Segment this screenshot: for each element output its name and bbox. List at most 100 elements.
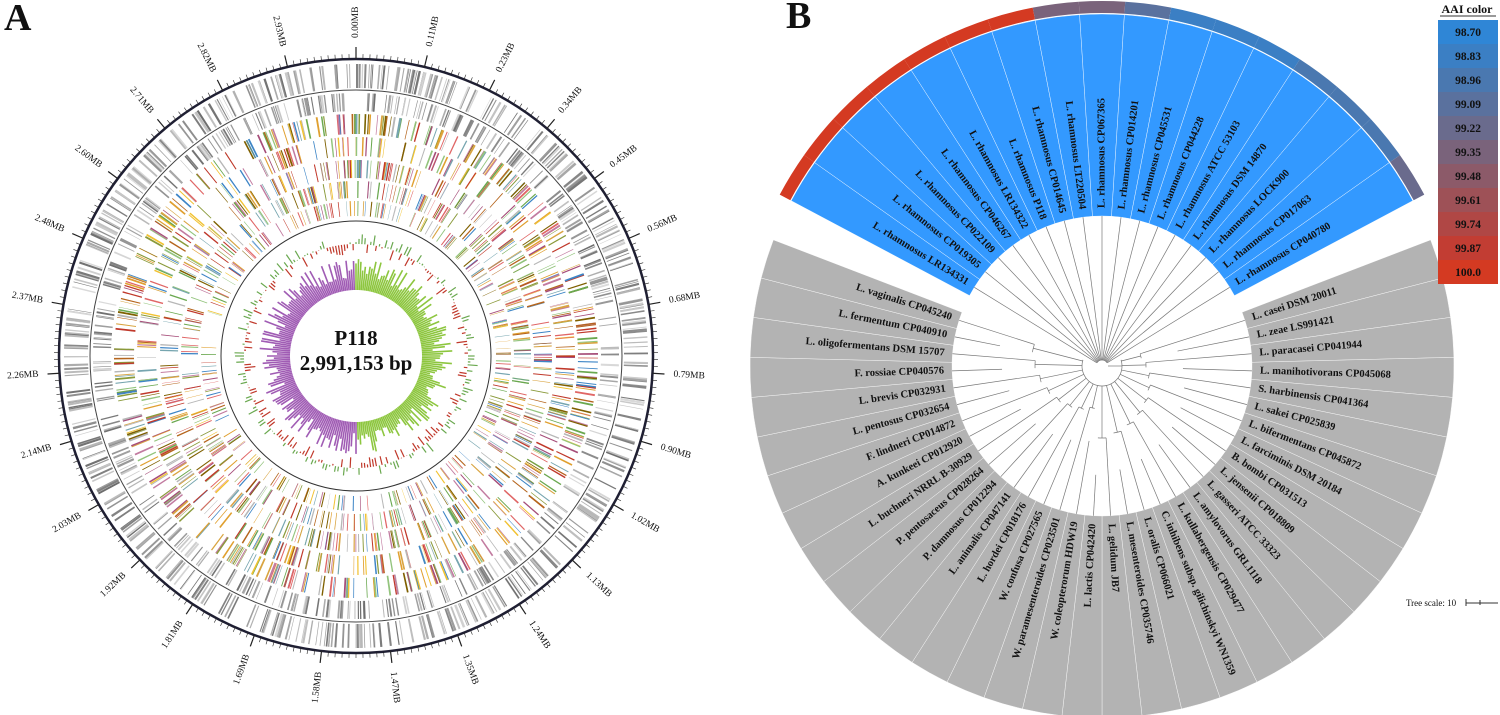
- feature-mark: [271, 563, 280, 584]
- feature-mark: [287, 592, 294, 611]
- gc-bar: [466, 336, 475, 340]
- feature-mark: [183, 327, 201, 331]
- feature-mark: [165, 310, 183, 316]
- feature-mark: [429, 224, 439, 238]
- gc-bar: [457, 374, 467, 378]
- feature-mark: [335, 93, 339, 112]
- feature-mark: [97, 481, 120, 495]
- feature-mark: [154, 185, 170, 199]
- feature-mark: [503, 410, 521, 418]
- feature-mark: [520, 161, 534, 176]
- branch: [1133, 421, 1176, 497]
- feature-mark: [128, 273, 148, 282]
- feature-mark: [493, 324, 509, 329]
- feature-mark: [284, 72, 293, 97]
- feature-mark: [553, 455, 573, 466]
- feature-mark: [494, 585, 508, 607]
- feature-mark: [282, 196, 291, 213]
- scale-tick: [444, 639, 447, 645]
- scale-tick: [397, 56, 399, 62]
- feature-mark: [296, 121, 302, 141]
- feature-mark: [300, 211, 307, 226]
- scale-tick: [625, 479, 631, 483]
- feature-mark: [532, 557, 549, 576]
- gc-bar: [337, 245, 341, 256]
- feature-mark: [395, 96, 401, 115]
- feature-mark: [147, 416, 166, 424]
- feature-mark: [129, 525, 150, 542]
- feature-mark: [505, 298, 522, 306]
- scale-tick: [513, 607, 517, 613]
- feature-mark: [275, 200, 284, 216]
- feature-mark: [141, 202, 157, 215]
- feature-mark: [388, 553, 394, 573]
- feature-mark: [162, 209, 180, 223]
- feature-mark: [458, 450, 470, 462]
- feature-mark: [243, 552, 254, 571]
- scale-tick: [320, 56, 322, 62]
- feature-mark: [555, 160, 575, 178]
- feature-mark: [187, 574, 202, 595]
- gc-bar: [403, 246, 409, 256]
- feature-mark: [599, 233, 622, 245]
- feature-mark: [79, 261, 103, 272]
- branch: [1059, 407, 1091, 511]
- feature-mark: [382, 138, 386, 158]
- feature-mark: [236, 574, 247, 592]
- feature-mark: [67, 398, 92, 404]
- feature-mark: [202, 372, 217, 375]
- branch-arc: [1081, 359, 1123, 387]
- feature-mark: [94, 223, 118, 236]
- scale-tick: [652, 372, 665, 375]
- feature-mark: [214, 508, 228, 524]
- feature-mark: [548, 193, 564, 206]
- feature-mark: [533, 367, 552, 369]
- feature-mark: [116, 323, 137, 327]
- feature-mark: [583, 258, 601, 267]
- skew-bar: [415, 322, 431, 330]
- gc-bar: [456, 340, 468, 344]
- feature-mark: [304, 188, 310, 206]
- feature-mark: [483, 219, 498, 233]
- feature-mark: [128, 478, 145, 489]
- feature-mark: [498, 281, 515, 290]
- feature-mark: [504, 520, 519, 537]
- feature-mark: [553, 383, 573, 388]
- feature-mark: [580, 250, 598, 260]
- feature-mark: [495, 498, 510, 513]
- feature-mark: [358, 114, 361, 135]
- skew-bar: [421, 358, 436, 361]
- feature-mark: [202, 372, 218, 376]
- feature-mark: [434, 180, 444, 197]
- feature-mark: [545, 230, 564, 243]
- feature-mark: [423, 498, 432, 515]
- gc-bar: [304, 446, 311, 457]
- genome-name: P118: [334, 326, 377, 350]
- feature-mark: [230, 492, 243, 508]
- feature-mark: [404, 549, 412, 569]
- feature-mark: [138, 159, 158, 178]
- feature-mark: [473, 570, 484, 587]
- scale-tick: [130, 559, 141, 569]
- feature-mark: [158, 140, 176, 159]
- feature-mark: [191, 248, 208, 259]
- feature-mark: [521, 283, 539, 291]
- feature-mark: [591, 283, 610, 291]
- feature-mark: [540, 220, 558, 233]
- feature-mark: [263, 78, 273, 102]
- feature-mark: [145, 152, 165, 171]
- feature-mark: [283, 544, 292, 564]
- gc-bar: [427, 435, 432, 440]
- feature-mark: [278, 497, 287, 514]
- scale-tick: [272, 641, 275, 647]
- feature-mark: [271, 128, 281, 148]
- feature-mark: [212, 296, 227, 304]
- tree-branches: [952, 216, 1252, 516]
- feature-mark: [516, 271, 534, 281]
- feature-mark: [449, 189, 460, 205]
- feature-mark: [381, 599, 385, 618]
- branch: [952, 353, 1036, 361]
- feature-mark: [495, 353, 511, 355]
- feature-mark: [127, 172, 148, 189]
- feature-mark: [282, 479, 290, 493]
